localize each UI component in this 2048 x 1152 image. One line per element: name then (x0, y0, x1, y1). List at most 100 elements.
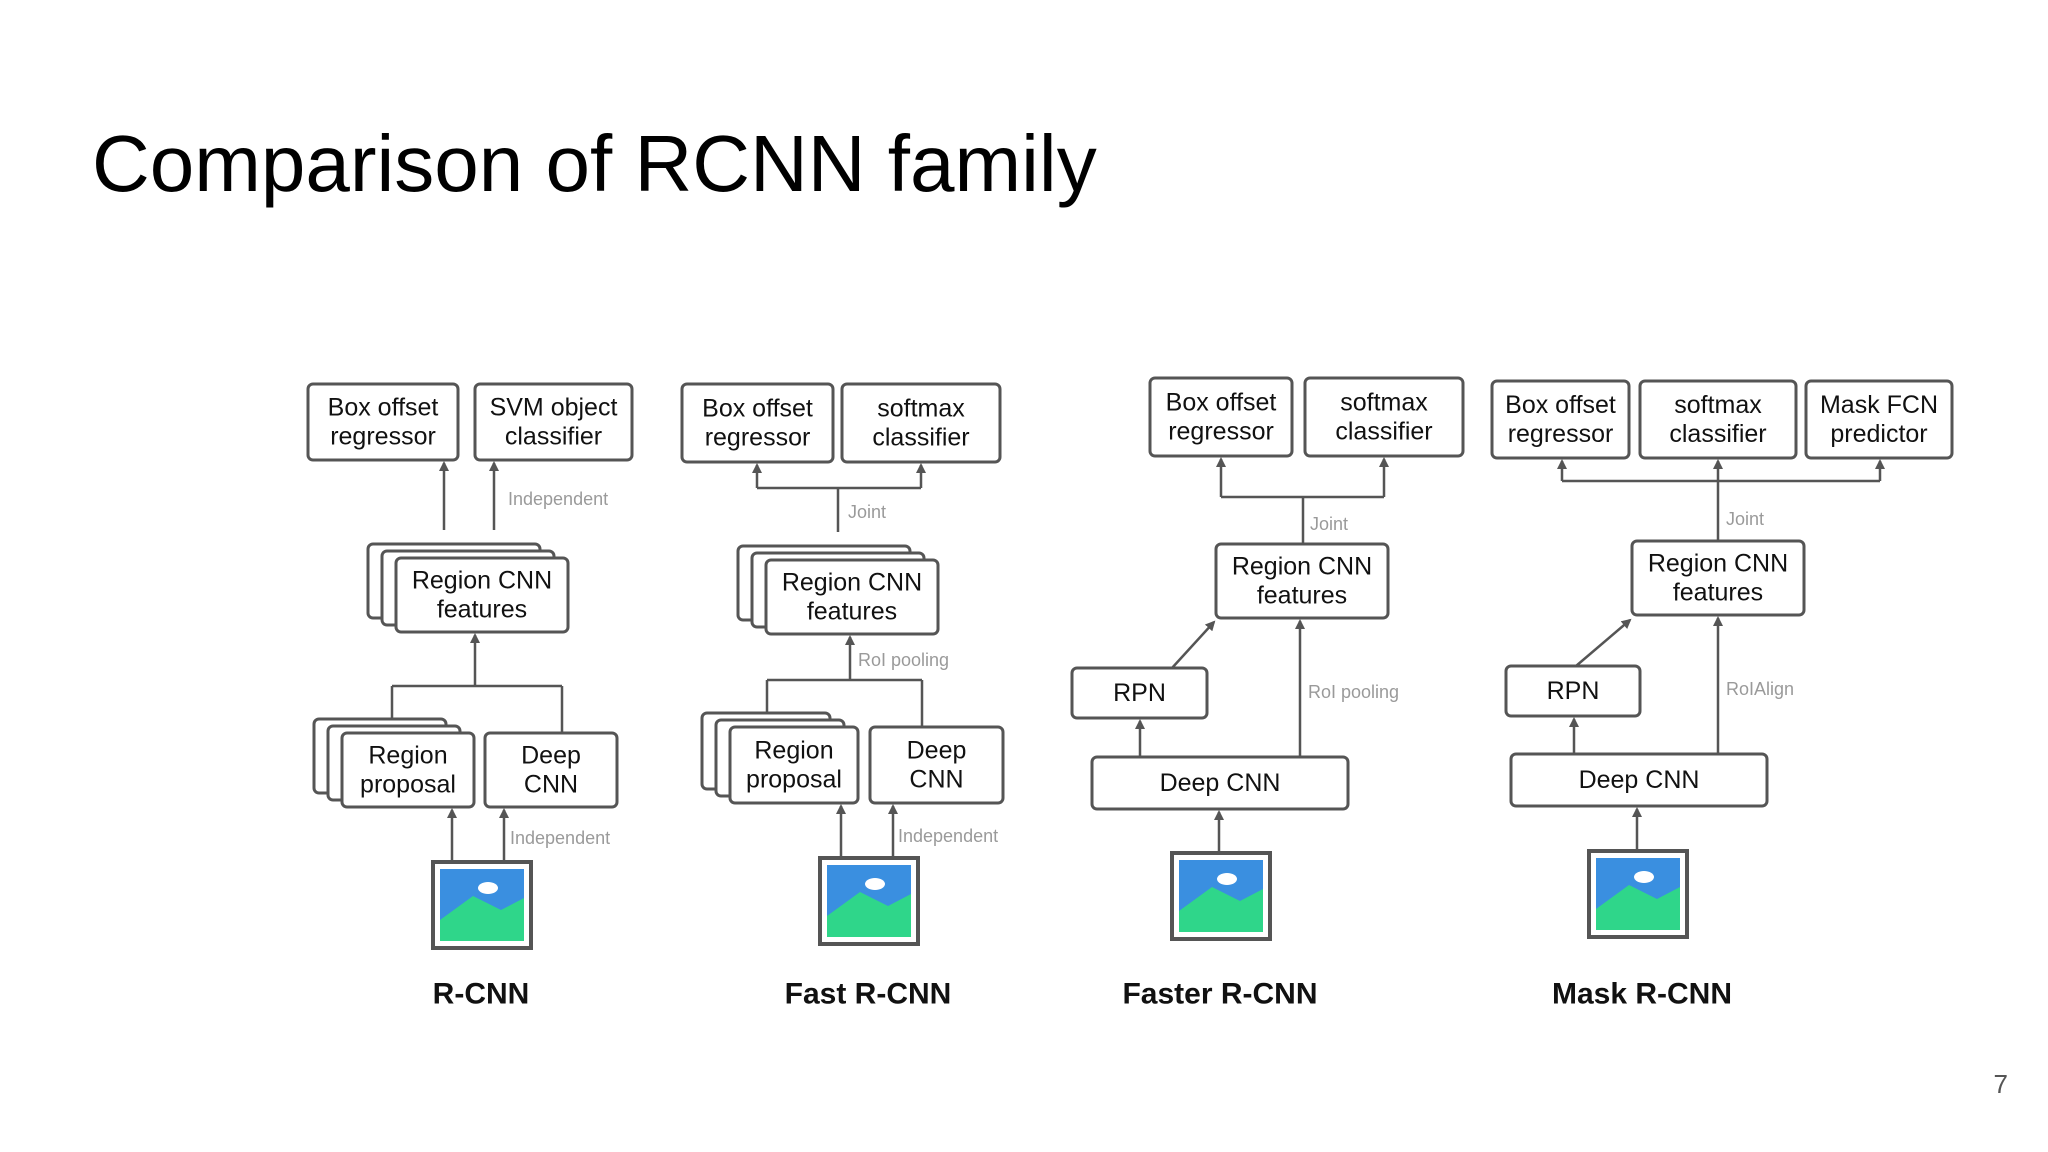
rcnn-region-cnn-features-line-1: Region CNN (412, 567, 552, 595)
rcnn-deep-cnn-line-1: Deep (521, 742, 581, 770)
mask-fcn-predictor-line-2: predictor (1830, 420, 1927, 448)
faster-deep-cnn-line-1: Deep CNN (1160, 769, 1281, 797)
mask-rpn: RPN (1504, 664, 1642, 718)
rcnn-input-image-icon (431, 860, 533, 950)
rcnn-deep-cnn-frame (483, 731, 619, 809)
faster-input-image-icon-cloud (1217, 873, 1237, 885)
rcnn-box-offset-regressor-line-2: regressor (330, 423, 436, 451)
fast-region-cnn-features-line-1: Region CNN (782, 569, 922, 597)
mask-region-cnn-features-line-1: Region CNN (1648, 550, 1788, 578)
rcnn-svm-object-classifier-line-2: classifier (505, 423, 602, 451)
fast-deep-cnn-line-1: Deep (907, 737, 967, 765)
rcnn-deep-cnn-line-2: CNN (524, 771, 578, 799)
faster-rpn: RPN (1070, 666, 1209, 720)
fast-region-cnn-features-frame (764, 558, 940, 636)
mask-deep-cnn-frame (1509, 752, 1769, 808)
mask-box-offset-regressor-frame (1490, 379, 1631, 460)
fast-softmax-classifier-line-1: softmax (877, 395, 965, 423)
faster-softmax-classifier-line-2: classifier (1335, 418, 1432, 446)
faster-region-cnn-features-line-1: Region CNN (1232, 553, 1372, 581)
faster-box-offset-regressor-frame (1148, 376, 1294, 458)
fast-note-roi-pooling: RoI pooling (858, 650, 949, 670)
faster-arrow-rpn-to-features (1171, 620, 1216, 669)
mask-box-offset-regressor-line-1: Box offset (1505, 391, 1616, 419)
faster-input-image-icon (1170, 851, 1272, 941)
mask-box-offset-regressor-line-2: regressor (1508, 420, 1614, 448)
faster-arch-label: Faster R-CNN (1122, 978, 1317, 1011)
rcnn-region-cnn-features-line-2: features (437, 596, 527, 624)
rcnn-note-independent-bottom: Independent (510, 828, 610, 848)
faster-box-offset-regressor-line-2: regressor (1168, 418, 1274, 446)
fast-arch-label: Fast R-CNN (785, 978, 952, 1011)
faster-note-joint: Joint (1310, 514, 1348, 534)
faster-rpn-frame (1070, 666, 1209, 720)
rcnn-region-cnn-features-frame (394, 556, 570, 634)
fast-note-joint: Joint (848, 502, 886, 522)
faster-region-cnn-features-line-2: features (1257, 582, 1347, 610)
faster-deep-cnn-frame (1090, 755, 1350, 811)
mask-deep-cnn: Deep CNN (1509, 752, 1769, 808)
mask-softmax-classifier-line-1: softmax (1674, 391, 1762, 419)
mask-region-cnn-features-frame (1630, 539, 1806, 617)
rcnn-box-offset-regressor-frame (306, 382, 460, 462)
mask-arch-label: Mask R-CNN (1552, 978, 1732, 1011)
faster-input-image-icon-hill (1179, 887, 1263, 932)
mask-input-image-icon-hill (1596, 885, 1680, 930)
rcnn-region-proposal-line-1: Region (368, 742, 447, 770)
mask-region-cnn-features-line-2: features (1673, 579, 1763, 607)
mask-fcn-predictor-frame (1804, 379, 1954, 460)
fast-box-offset-regressor-frame (680, 382, 835, 464)
fast-box-offset-regressor-line-2: regressor (705, 424, 811, 452)
fast-region-proposal-frame (728, 725, 860, 805)
mask-note-roialign: RoIAlign (1726, 679, 1794, 699)
faster-box-offset-regressor-line-1: Box offset (1166, 389, 1277, 417)
mask-input-image-icon (1587, 849, 1689, 939)
faster-deep-cnn: Deep CNN (1090, 755, 1350, 811)
fast-region-proposal-line-2: proposal (746, 766, 842, 794)
fast-deep-cnn-frame (868, 725, 1005, 805)
rcnn-input-image-icon-cloud (478, 882, 498, 894)
fast-softmax-classifier-line-2: classifier (872, 424, 969, 452)
rcnn-svm-object-classifier-line-1: SVM object (490, 394, 618, 422)
mask-input-image-icon-cloud (1634, 871, 1654, 883)
rcnn-region-proposal-line-2: proposal (360, 771, 456, 799)
mask-deep-cnn-line-1: Deep CNN (1579, 766, 1700, 794)
faster-softmax-classifier-line-1: softmax (1340, 389, 1428, 417)
fast-softmax-classifier-frame (840, 382, 1002, 464)
faster-note-roi-pooling: RoI pooling (1308, 682, 1399, 702)
mask-fcn-predictor-line-1: Mask FCN (1820, 391, 1938, 419)
faster-rpn-line-1: RPN (1113, 679, 1166, 707)
fast-input-image-icon (818, 856, 920, 946)
fast-input-image-icon-cloud (865, 878, 885, 890)
fast-note-independent: Independent (898, 826, 998, 846)
mask-note-joint: Joint (1726, 509, 1764, 529)
slide-title: Comparison of RCNN family (92, 119, 1097, 208)
fast-region-proposal-line-1: Region (754, 737, 833, 765)
rcnn-box-offset-regressor-line-1: Box offset (328, 394, 439, 422)
rcnn-arch-label: R-CNN (433, 978, 530, 1011)
faster-softmax-classifier-frame (1303, 376, 1465, 458)
mask-softmax-classifier-frame (1638, 379, 1798, 460)
faster-region-cnn-features-frame (1214, 542, 1390, 620)
fast-input-image-icon-hill (827, 892, 911, 937)
mask-rpn-line-1: RPN (1547, 677, 1600, 705)
fast-deep-cnn-line-2: CNN (909, 766, 963, 794)
